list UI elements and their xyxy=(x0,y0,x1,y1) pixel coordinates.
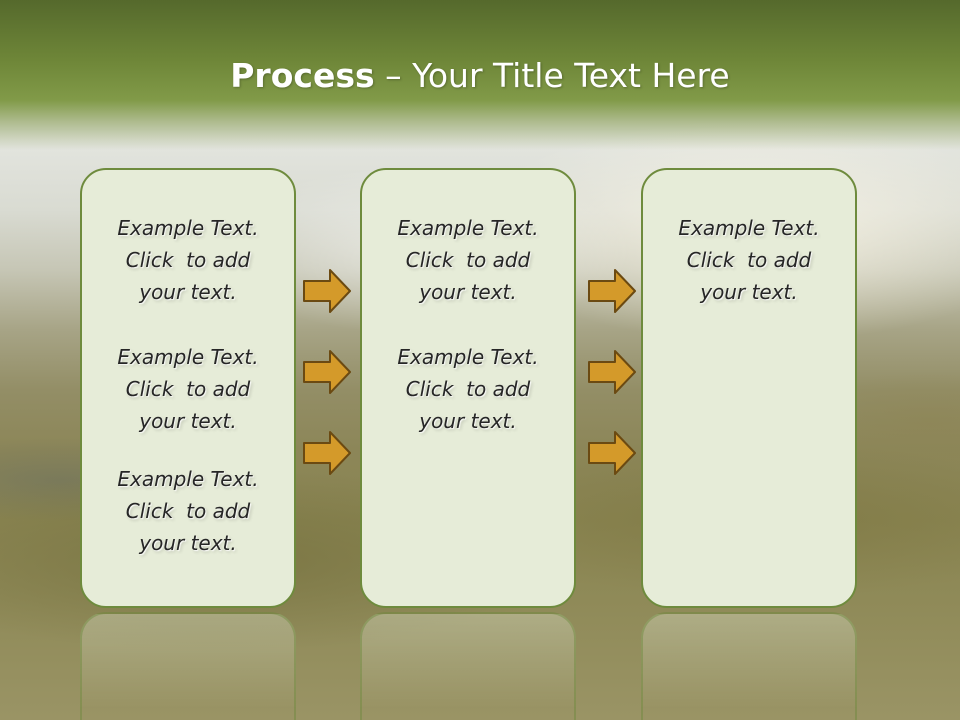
box-reflection xyxy=(80,612,296,720)
process-box-3[interactable]: Example Text. Click to add your text. xyxy=(641,168,857,608)
title-band xyxy=(0,0,960,150)
text-block[interactable]: Example Text. Click to add your text. xyxy=(362,341,574,437)
right-arrow-icon[interactable] xyxy=(303,431,351,475)
text-line: Example Text. xyxy=(117,467,259,491)
box-reflection xyxy=(641,612,857,720)
title-rest: – Your Title Text Here xyxy=(374,56,730,95)
title-bold: Process xyxy=(230,56,375,95)
text-block[interactable]: Example Text. Click to add your text. xyxy=(82,341,294,437)
text-block[interactable]: Example Text. Click to add your text. xyxy=(643,212,855,308)
right-arrow-icon[interactable] xyxy=(588,431,636,475)
slide-title[interactable]: Process – Your Title Text Here xyxy=(0,55,960,97)
text-block[interactable]: Example Text. Click to add your text. xyxy=(82,212,294,308)
text-line: Example Text. xyxy=(397,345,539,369)
text-line: Click to add xyxy=(125,377,251,401)
text-line: Click to add xyxy=(125,248,251,272)
process-box-1[interactable]: Example Text. Click to add your text. Ex… xyxy=(80,168,296,608)
text-block[interactable]: Example Text. Click to add your text. xyxy=(82,463,294,559)
text-line: Click to add xyxy=(405,248,531,272)
text-line: your text. xyxy=(139,409,237,433)
text-line: your text. xyxy=(419,409,517,433)
right-arrow-icon[interactable] xyxy=(588,350,636,394)
right-arrow-icon[interactable] xyxy=(588,269,636,313)
right-arrow-icon[interactable] xyxy=(303,350,351,394)
text-line: Example Text. xyxy=(117,345,259,369)
text-line: Click to add xyxy=(405,377,531,401)
process-box-2[interactable]: Example Text. Click to add your text. Ex… xyxy=(360,168,576,608)
text-line: your text. xyxy=(700,280,798,304)
text-line: Example Text. xyxy=(678,216,820,240)
text-line: Example Text. xyxy=(397,216,539,240)
box-reflection xyxy=(360,612,576,720)
text-block[interactable]: Example Text. Click to add your text. xyxy=(362,212,574,308)
text-line: your text. xyxy=(139,531,237,555)
text-line: Example Text. xyxy=(117,216,259,240)
text-line: Click to add xyxy=(125,499,251,523)
text-line: your text. xyxy=(139,280,237,304)
text-line: Click to add xyxy=(686,248,812,272)
text-line: your text. xyxy=(419,280,517,304)
right-arrow-icon[interactable] xyxy=(303,269,351,313)
